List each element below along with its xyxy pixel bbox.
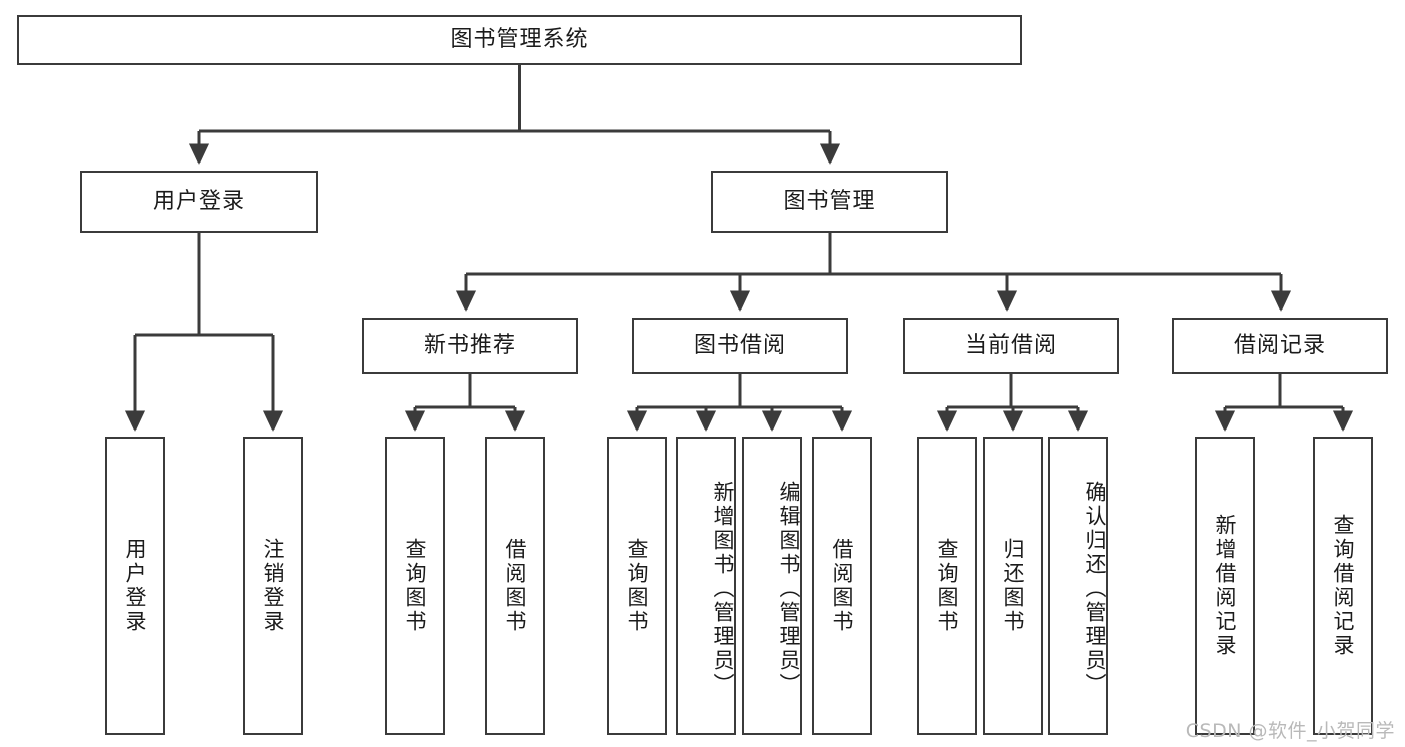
- node-current-borrow-label: 当前借阅: [964, 332, 1057, 358]
- node-current-borrow[interactable]: 当前借阅: [903, 318, 1119, 374]
- node-leaf-query-book-1[interactable]: 查询图书: [385, 437, 445, 735]
- node-book-manage-label: 图书管理: [783, 188, 876, 214]
- node-leaf-query-book-3[interactable]: 查询图书: [917, 437, 977, 735]
- node-new-book-recommend-label: 新书推荐: [423, 332, 516, 358]
- node-leaf-add-record[interactable]: 新增借阅记录: [1195, 437, 1255, 735]
- node-leaf-return-book[interactable]: 归还图书: [983, 437, 1043, 735]
- node-root[interactable]: 图书管理系统: [17, 15, 1022, 65]
- node-leaf-confirm-return-label: 确认归还（管理员）: [1083, 481, 1107, 697]
- node-leaf-query-record[interactable]: 查询借阅记录: [1313, 437, 1373, 735]
- node-new-book-recommend[interactable]: 新书推荐: [362, 318, 578, 374]
- node-root-label: 图书管理系统: [450, 26, 589, 52]
- node-leaf-add-book[interactable]: 新增图书（管理员）: [676, 437, 736, 735]
- node-leaf-query-book-2[interactable]: 查询图书: [607, 437, 667, 735]
- node-leaf-user-login[interactable]: 用户登录: [105, 437, 165, 735]
- node-leaf-return-book-label: 归还图书: [1001, 538, 1026, 634]
- node-leaf-borrow-book-1-label: 借阅图书: [503, 538, 528, 634]
- node-book-borrow-label: 图书借阅: [693, 332, 786, 358]
- node-leaf-logout-label: 注销登录: [261, 538, 286, 634]
- node-leaf-borrow-book-2-label: 借阅图书: [830, 538, 855, 634]
- node-user-login-label: 用户登录: [152, 188, 245, 214]
- node-leaf-borrow-book-2[interactable]: 借阅图书: [812, 437, 872, 735]
- node-leaf-user-login-label: 用户登录: [123, 538, 148, 634]
- node-leaf-add-record-label: 新增借阅记录: [1213, 514, 1238, 658]
- node-leaf-logout[interactable]: 注销登录: [243, 437, 303, 735]
- node-leaf-borrow-book-1[interactable]: 借阅图书: [485, 437, 545, 735]
- node-borrow-record-label: 借阅记录: [1233, 332, 1326, 358]
- node-leaf-query-record-label: 查询借阅记录: [1331, 514, 1356, 658]
- node-user-login[interactable]: 用户登录: [80, 171, 318, 233]
- node-leaf-edit-book-label: 编辑图书（管理员）: [777, 481, 801, 697]
- node-book-borrow[interactable]: 图书借阅: [632, 318, 848, 374]
- node-book-manage[interactable]: 图书管理: [711, 171, 948, 233]
- node-leaf-query-book-3-label: 查询图书: [935, 538, 960, 634]
- node-leaf-add-book-label: 新增图书（管理员）: [711, 481, 735, 697]
- node-borrow-record[interactable]: 借阅记录: [1172, 318, 1388, 374]
- node-leaf-query-book-1-label: 查询图书: [403, 538, 428, 634]
- node-leaf-query-book-2-label: 查询图书: [625, 538, 650, 634]
- node-leaf-edit-book[interactable]: 编辑图书（管理员）: [742, 437, 802, 735]
- node-leaf-confirm-return[interactable]: 确认归还（管理员）: [1048, 437, 1108, 735]
